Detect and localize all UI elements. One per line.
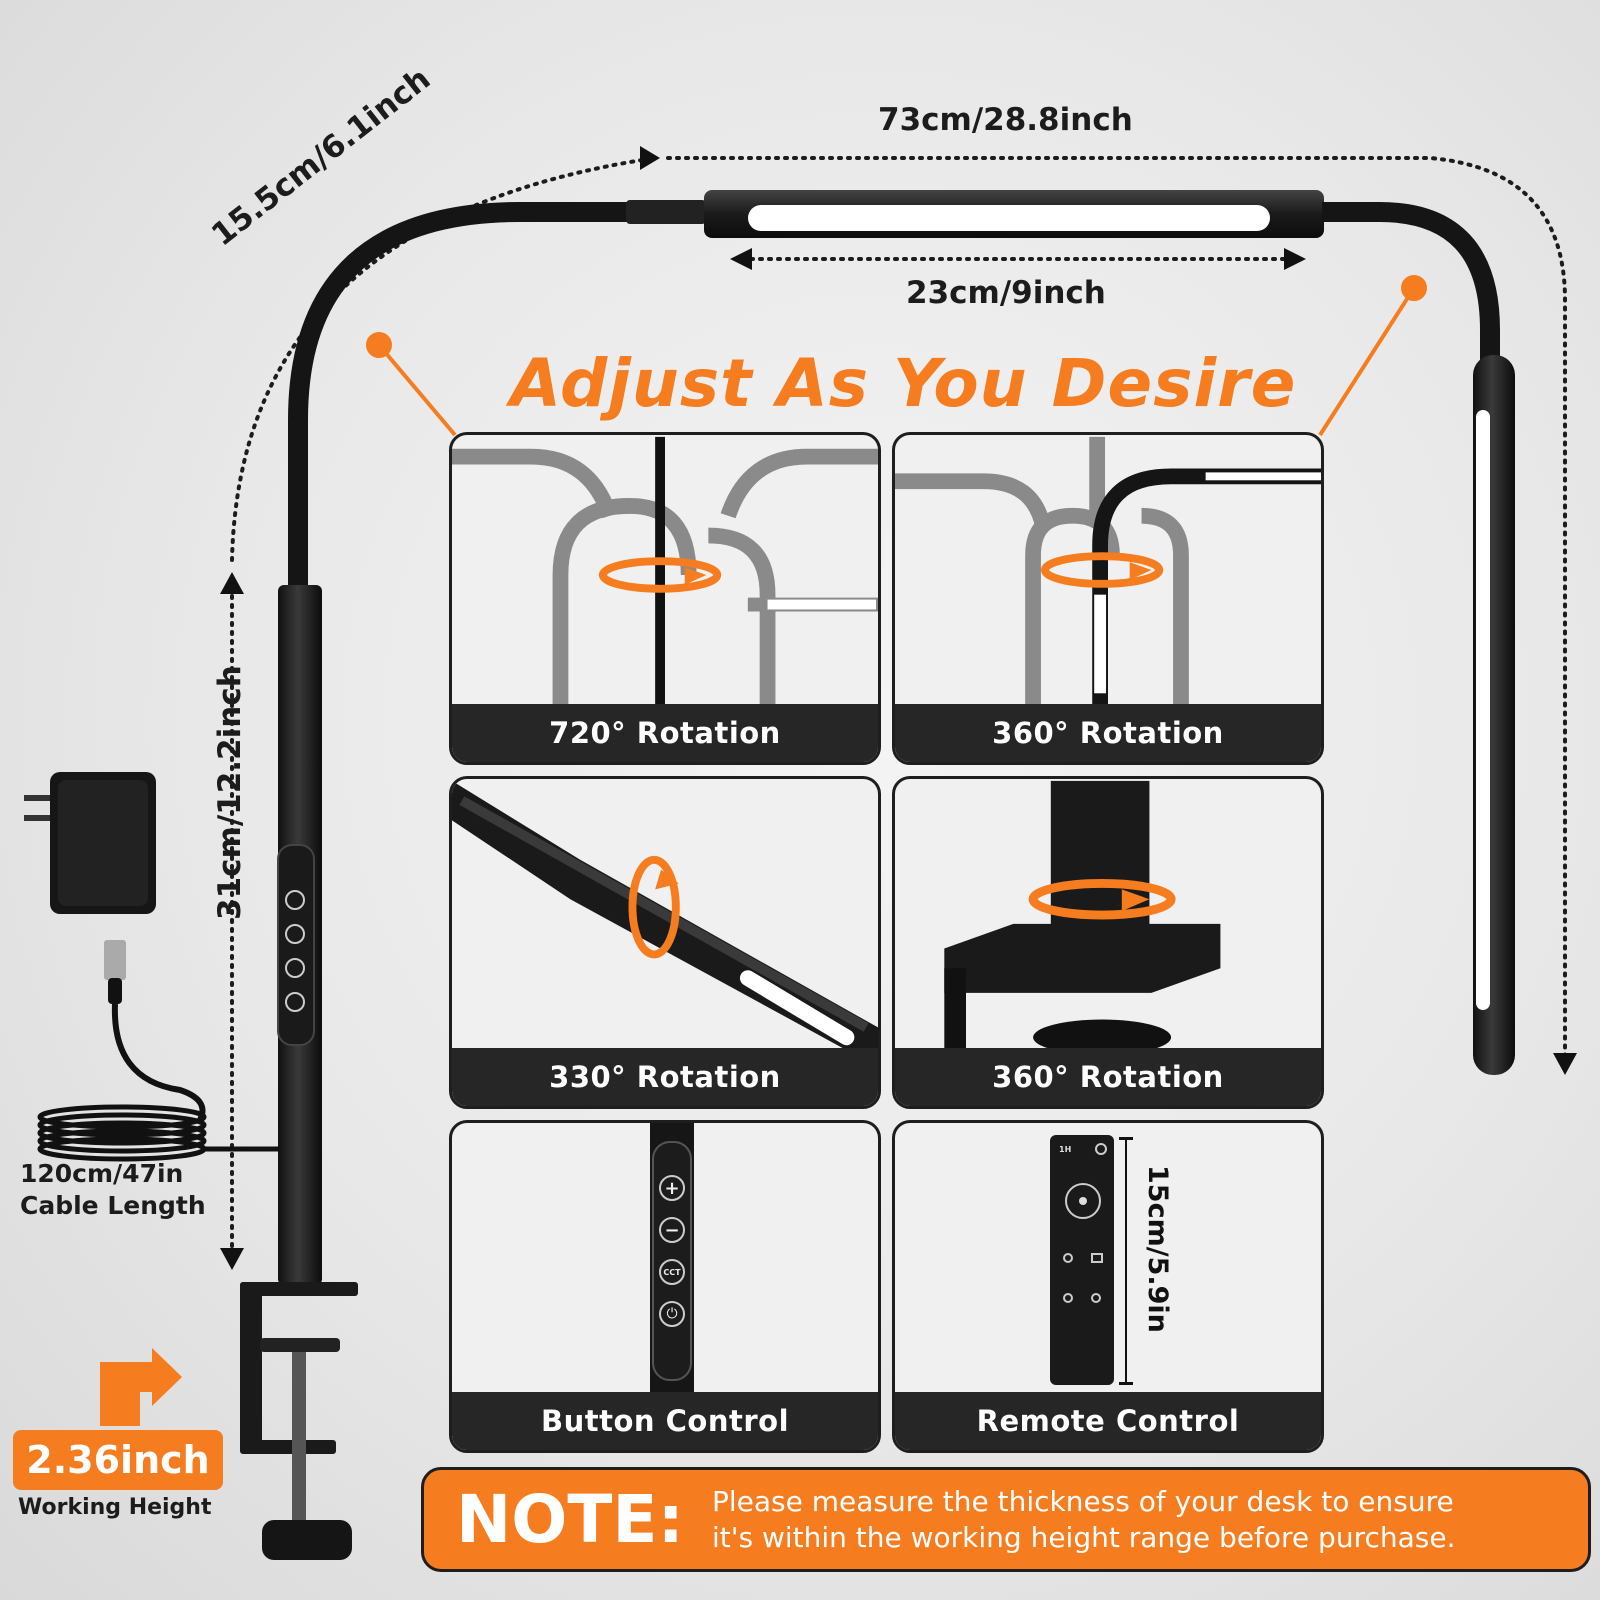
feature-caption: 360° Rotation: [895, 704, 1321, 762]
remote-light-icon[interactable]: [1063, 1293, 1073, 1303]
coiled-cable: [37, 1104, 280, 1162]
remote-power-icon[interactable]: [1095, 1143, 1107, 1155]
desk-clamp: [240, 1282, 358, 1560]
power-adapter: [24, 772, 206, 1122]
dimension-pole-height: 31cm/12.2inch: [212, 665, 248, 920]
feature-panel-360-rotation-arm: 360° Rotation: [892, 432, 1324, 765]
dimension-bar-length: 23cm/9inch: [906, 275, 1106, 311]
rotation-360-base-illustration: [944, 780, 1221, 1052]
remote-mode-icon[interactable]: [1063, 1253, 1073, 1263]
note-line-2: it's within the working height range bef…: [712, 1520, 1456, 1554]
cct-button[interactable]: CCT: [659, 1259, 685, 1285]
dimension-arrowheads: [220, 146, 1577, 1270]
cable-length-label: Cable Length: [20, 1191, 206, 1220]
remote-size-cap-bottom: [1119, 1382, 1133, 1385]
button-control-illustration: + − CCT ⏻: [452, 1123, 878, 1396]
note-text: Please measure the thickness of your des…: [712, 1484, 1456, 1556]
lamp-body: [277, 190, 1515, 1285]
headline: Adjust As You Desire: [510, 345, 1297, 422]
note-line-1: Please measure the thickness of your des…: [712, 1484, 1454, 1518]
remote-size-line: [1125, 1137, 1127, 1385]
feature-caption: 720° Rotation: [452, 704, 878, 762]
feature-panel-330-rotation: 330° Rotation: [449, 776, 881, 1109]
remote-body: [1050, 1135, 1114, 1385]
note-banner: NOTE: Please measure the thickness of yo…: [421, 1467, 1591, 1572]
timer-button[interactable]: 1H: [1059, 1145, 1072, 1154]
dimension-total-width: 73cm/28.8inch: [878, 102, 1133, 138]
remote-control-illustration: 1H 15cm/5.9in: [895, 1123, 1321, 1396]
remote-size-label: 15cm/5.9in: [1142, 1165, 1173, 1333]
working-height-label: Working Height: [18, 1495, 212, 1520]
feature-caption: Button Control: [452, 1392, 878, 1450]
brightness-icon: [1079, 1197, 1087, 1205]
cable-info: 120cm/47in Cable Length: [20, 1158, 206, 1222]
feature-caption: 360° Rotation: [895, 1048, 1321, 1106]
feature-panel-remote-control: 1H 15cm/5.9in Remote Control: [892, 1120, 1324, 1453]
feature-caption: Remote Control: [895, 1392, 1321, 1450]
minus-button[interactable]: −: [659, 1217, 685, 1243]
note-title: NOTE:: [456, 1481, 684, 1558]
feature-panel-720-rotation: 720° Rotation: [449, 432, 881, 765]
feature-panel-button-control: + − CCT ⏻ Button Control: [449, 1120, 881, 1453]
remote-dpad[interactable]: [1065, 1183, 1101, 1219]
rotation-360-arm-illustration: [895, 436, 1321, 707]
cable-length-value: 120cm/47in: [20, 1159, 184, 1188]
power-button[interactable]: ⏻: [659, 1301, 685, 1327]
remote-size-cap-top: [1119, 1137, 1133, 1140]
working-height-value: 2.36inch: [13, 1430, 223, 1490]
rotation-720-illustration: [452, 436, 878, 707]
working-height-arrow-icon: [100, 1348, 182, 1426]
remote-night-icon[interactable]: [1091, 1293, 1101, 1303]
rotation-330-illustration: [452, 780, 878, 1051]
remote-screen-icon[interactable]: [1091, 1253, 1103, 1263]
plus-button[interactable]: +: [659, 1175, 685, 1201]
feature-panel-360-rotation-base: 360° Rotation: [892, 776, 1324, 1109]
callout-lines: [366, 275, 1427, 437]
feature-caption: 330° Rotation: [452, 1048, 878, 1106]
